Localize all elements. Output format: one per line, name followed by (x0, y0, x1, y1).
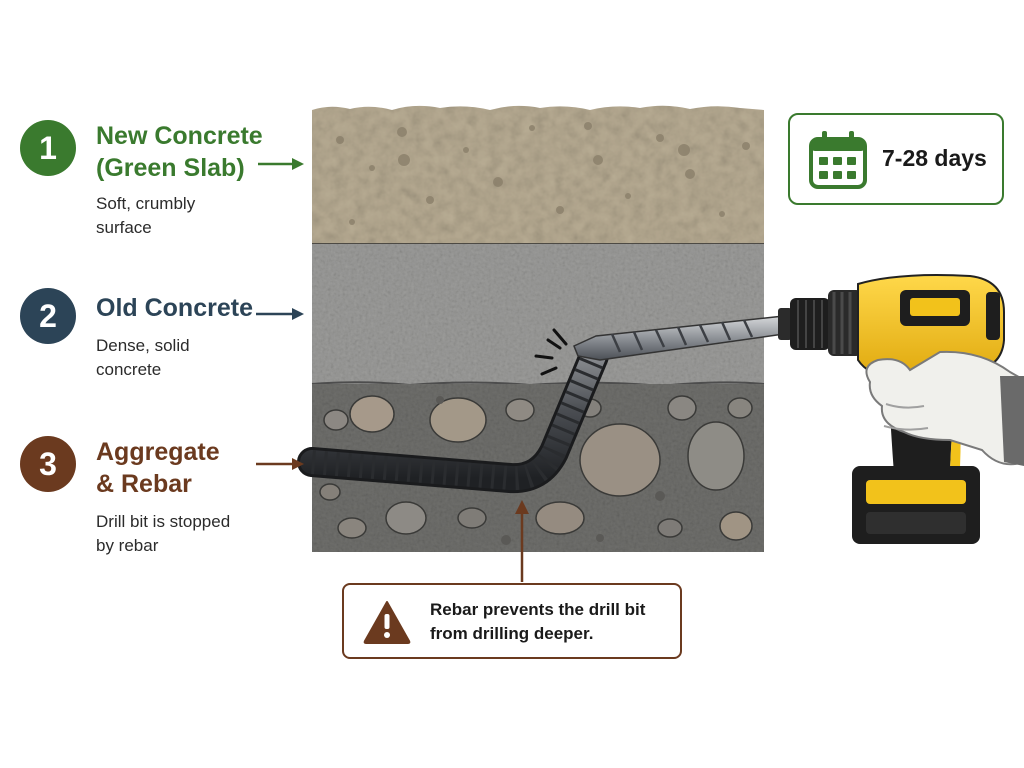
rebar-callout-arrow (515, 500, 529, 582)
curing-duration-box: 7-28 days (788, 113, 1004, 205)
new-concrete-layer (312, 105, 764, 245)
cordless-drill (778, 274, 1024, 544)
rebar (297, 341, 609, 494)
step-3-badge: 3 (20, 436, 76, 492)
layer-3-description: Drill bit is stopped by rebar (96, 512, 231, 555)
layer-2-arrow (256, 308, 304, 320)
layer-1-description: Soft, crumbly surface (96, 194, 196, 237)
warning-icon (363, 601, 411, 644)
impact-marks (534, 328, 568, 376)
layer-2-description: Dense, solid concrete (96, 336, 190, 379)
curing-duration-text: 7-28 days (882, 145, 987, 171)
step-2-badge: 2 (20, 288, 76, 344)
layer-2-title: Old Concrete (96, 294, 253, 322)
layer-1-title: New Concrete (Green Slab) (96, 122, 263, 182)
step-1-badge: 1 (20, 120, 76, 176)
layer-1-arrow (258, 158, 304, 170)
rebar-warning-text: Rebar prevents the drill bit from drilli… (430, 600, 646, 643)
calendar-icon (809, 131, 867, 189)
layer-3-arrow (256, 458, 304, 470)
old-concrete-layer (311, 244, 765, 388)
layer-3-title: Aggregate & Rebar (96, 438, 220, 498)
rebar-warning-callout: Rebar prevents the drill bit from drilli… (342, 583, 682, 659)
drill-bit (573, 315, 785, 361)
